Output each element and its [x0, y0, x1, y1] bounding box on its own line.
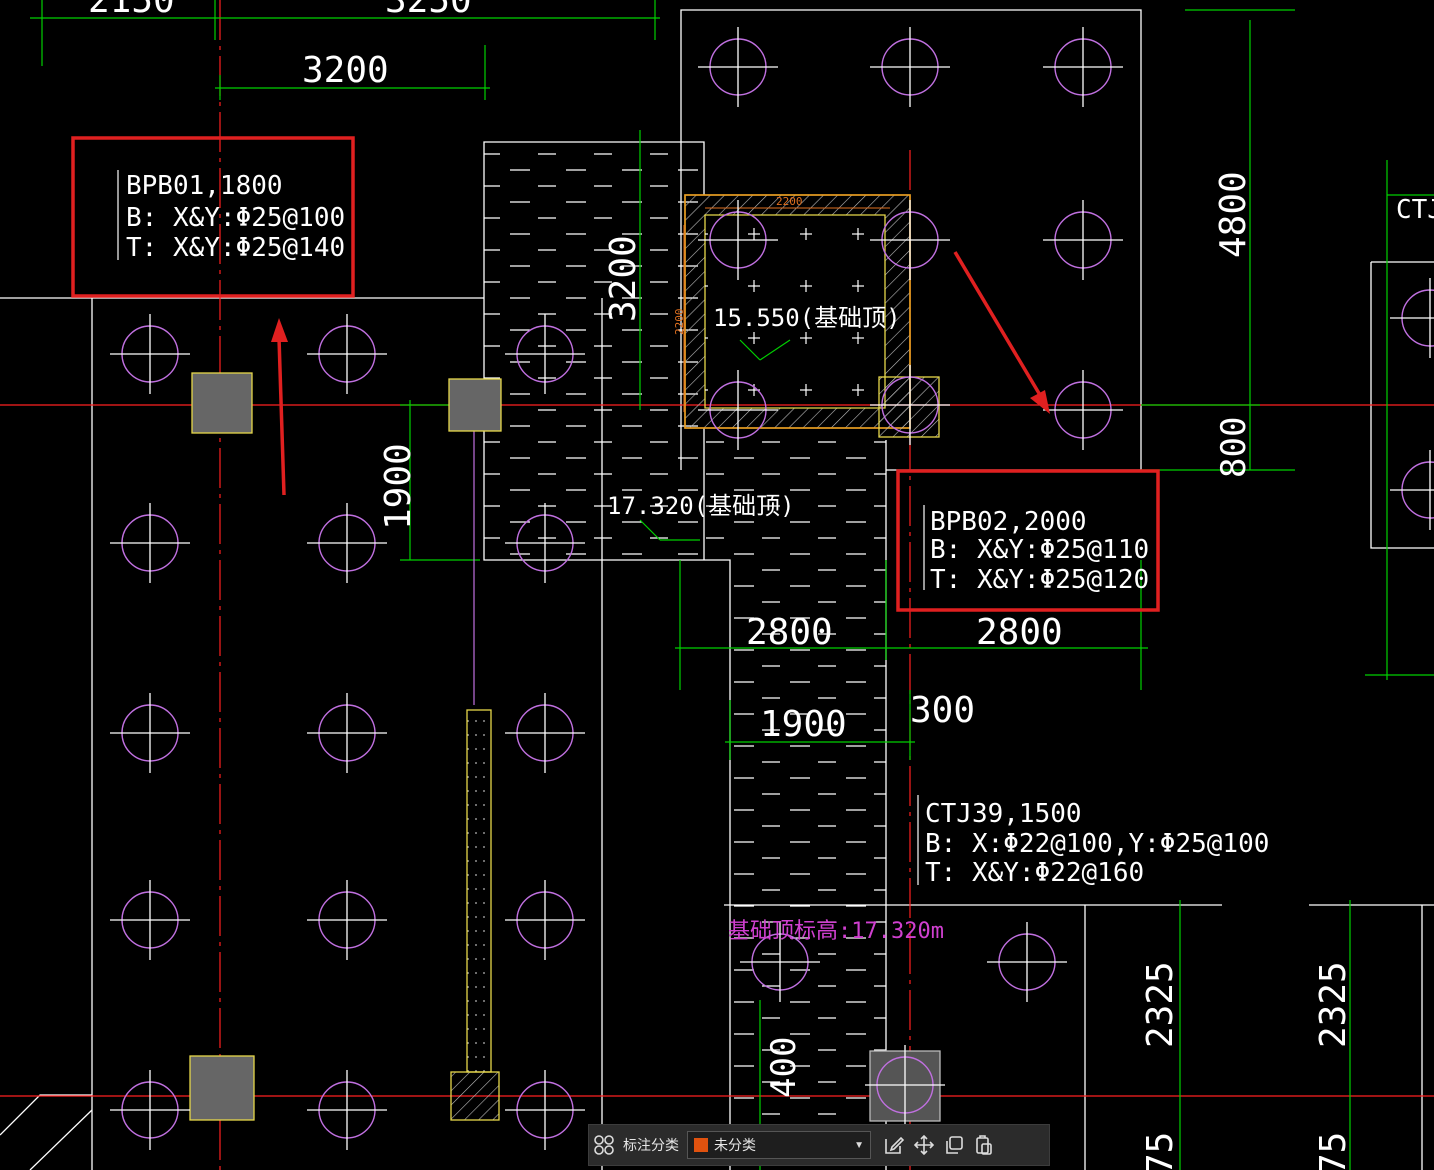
- pile-symbol: [1390, 278, 1434, 358]
- dimension-texts: 2150 3250 3200 4800 800 3200 1900 2325 2…: [88, 0, 1434, 1170]
- copy-icon[interactable]: [939, 1130, 969, 1160]
- note-bpb01-line3: T: X&Y:Φ25@140: [126, 233, 345, 263]
- wall-strip: [450, 430, 500, 1121]
- category-color-swatch: [694, 1138, 708, 1152]
- dimension-lines: [30, 0, 1434, 1170]
- dim-side-1900: 1900: [378, 443, 419, 530]
- highlight-annotations: [71, 136, 1160, 612]
- pile-symbol: [307, 503, 387, 583]
- pile-symbol: [505, 314, 585, 394]
- move-icon[interactable]: [909, 1130, 939, 1160]
- pile-symbol: [1043, 27, 1123, 107]
- annotation-category-label: 标注分类: [623, 1137, 679, 1153]
- red-arrow-down: [953, 251, 1042, 396]
- dim-side-400: 400: [764, 1037, 804, 1098]
- pile-symbol: [110, 1070, 190, 1150]
- dim-2800-right: 2800: [976, 612, 1063, 653]
- highlight-box-bpb01[interactable]: [71, 136, 355, 298]
- hatched-region-upper: [484, 142, 886, 560]
- note-bpb01-line1: BPB01,1800: [126, 171, 283, 201]
- elevation-label-15550: 15.550(基础顶): [713, 304, 901, 332]
- note-ctj39-line3: T: X&Y:Φ22@160: [925, 858, 1144, 888]
- pile-group: [110, 27, 1434, 1150]
- pile-symbol: [698, 200, 778, 280]
- pile-symbol: [740, 922, 820, 1002]
- pile-symbol: [505, 1070, 585, 1150]
- dim-side-75-b: 75: [1313, 1132, 1354, 1170]
- dim-side-3200: 3200: [603, 235, 644, 322]
- note-bpb02-line3: T: X&Y:Φ25@120: [930, 565, 1149, 595]
- note-bpb02-line2: B: X&Y:Φ25@110: [930, 535, 1149, 565]
- chevron-down-icon: ▼: [854, 1139, 864, 1151]
- note-bpb02: BPB02,2000 B: X&Y:Φ25@110 T: X&Y:Φ25@120: [923, 505, 1149, 595]
- pile-symbol: [870, 200, 950, 280]
- pile-symbol: [698, 27, 778, 107]
- pile-symbol: [307, 1070, 387, 1150]
- grid-icon[interactable]: [589, 1130, 619, 1160]
- dim-top-3200: 3200: [302, 50, 389, 91]
- dim-side-4800: 4800: [1213, 171, 1254, 258]
- dim-1900-horizontal: 1900: [760, 704, 847, 745]
- pile-symbol: [110, 503, 190, 583]
- dim-300: 300: [910, 690, 975, 731]
- pile-symbol: [505, 503, 585, 583]
- dim-2200-small-v: 2200: [673, 309, 686, 336]
- dim-top-2150: 2150: [88, 0, 175, 21]
- pile-symbol: [1390, 450, 1434, 530]
- annotation-category-select[interactable]: 未分类 ▼: [687, 1131, 871, 1159]
- pile-symbol: [307, 880, 387, 960]
- note-bpb01: BPB01,1800 B: X&Y:Φ25@100 T: X&Y:Φ25@140: [117, 170, 345, 263]
- elevation-label-17320: 17.320(基础顶): [607, 492, 795, 520]
- note-ctj39-line2: B: X:Φ22@100,Y:Φ25@100: [925, 829, 1269, 859]
- pile-symbol: [1043, 200, 1123, 280]
- pile-symbol: [1043, 370, 1123, 450]
- pit-box: [683, 194, 911, 429]
- pile-symbol: [110, 880, 190, 960]
- pile-symbol: [307, 314, 387, 394]
- elevation-label-magenta: 基础顶标高:17.320m: [728, 919, 944, 944]
- red-arrow-up: [277, 337, 286, 496]
- highlight-box-bpb02[interactable]: [896, 469, 1160, 612]
- note-bpb02-line1: BPB02,2000: [930, 507, 1087, 537]
- edit-icon[interactable]: [879, 1130, 909, 1160]
- dim-side-2325-b: 2325: [1313, 961, 1354, 1048]
- pile-symbol: [110, 693, 190, 773]
- category-selected-value: 未分类: [714, 1137, 756, 1153]
- pile-symbol: [865, 1045, 945, 1125]
- dim-side-75-a: 75: [1140, 1132, 1181, 1170]
- dim-side-2325-a: 2325: [1140, 961, 1181, 1048]
- paste-icon[interactable]: [969, 1130, 999, 1160]
- hatched-region-lower: [730, 560, 886, 1170]
- pile-symbol: [870, 365, 950, 445]
- pile-symbol: [505, 693, 585, 773]
- annotation-toolbar: 标注分类 未分类 ▼: [588, 1124, 1050, 1166]
- dim-2200-small-h: 2200: [776, 195, 803, 208]
- dim-top-3250: 3250: [385, 0, 472, 21]
- pile-symbol: [307, 693, 387, 773]
- pile-symbol: [110, 314, 190, 394]
- dim-side-800: 800: [1214, 417, 1254, 478]
- elevation-labels: 15.550(基础顶) 17.320(基础顶) 基础顶标高:17.320m: [607, 304, 944, 944]
- ctj3-label-cut: CTJ3: [1396, 195, 1434, 225]
- note-ctj39: CTJ39,1500 B: X:Φ22@100,Y:Φ25@100 T: X&Y…: [917, 795, 1269, 888]
- pile-symbol: [505, 880, 585, 960]
- note-ctj39-line1: CTJ39,1500: [925, 799, 1082, 829]
- dim-2800-left: 2800: [746, 612, 833, 653]
- note-bpb01-line2: B: X&Y:Φ25@100: [126, 203, 345, 233]
- pile-symbol: [698, 370, 778, 450]
- pile-symbol: [870, 27, 950, 107]
- pile-symbol: [987, 922, 1067, 1002]
